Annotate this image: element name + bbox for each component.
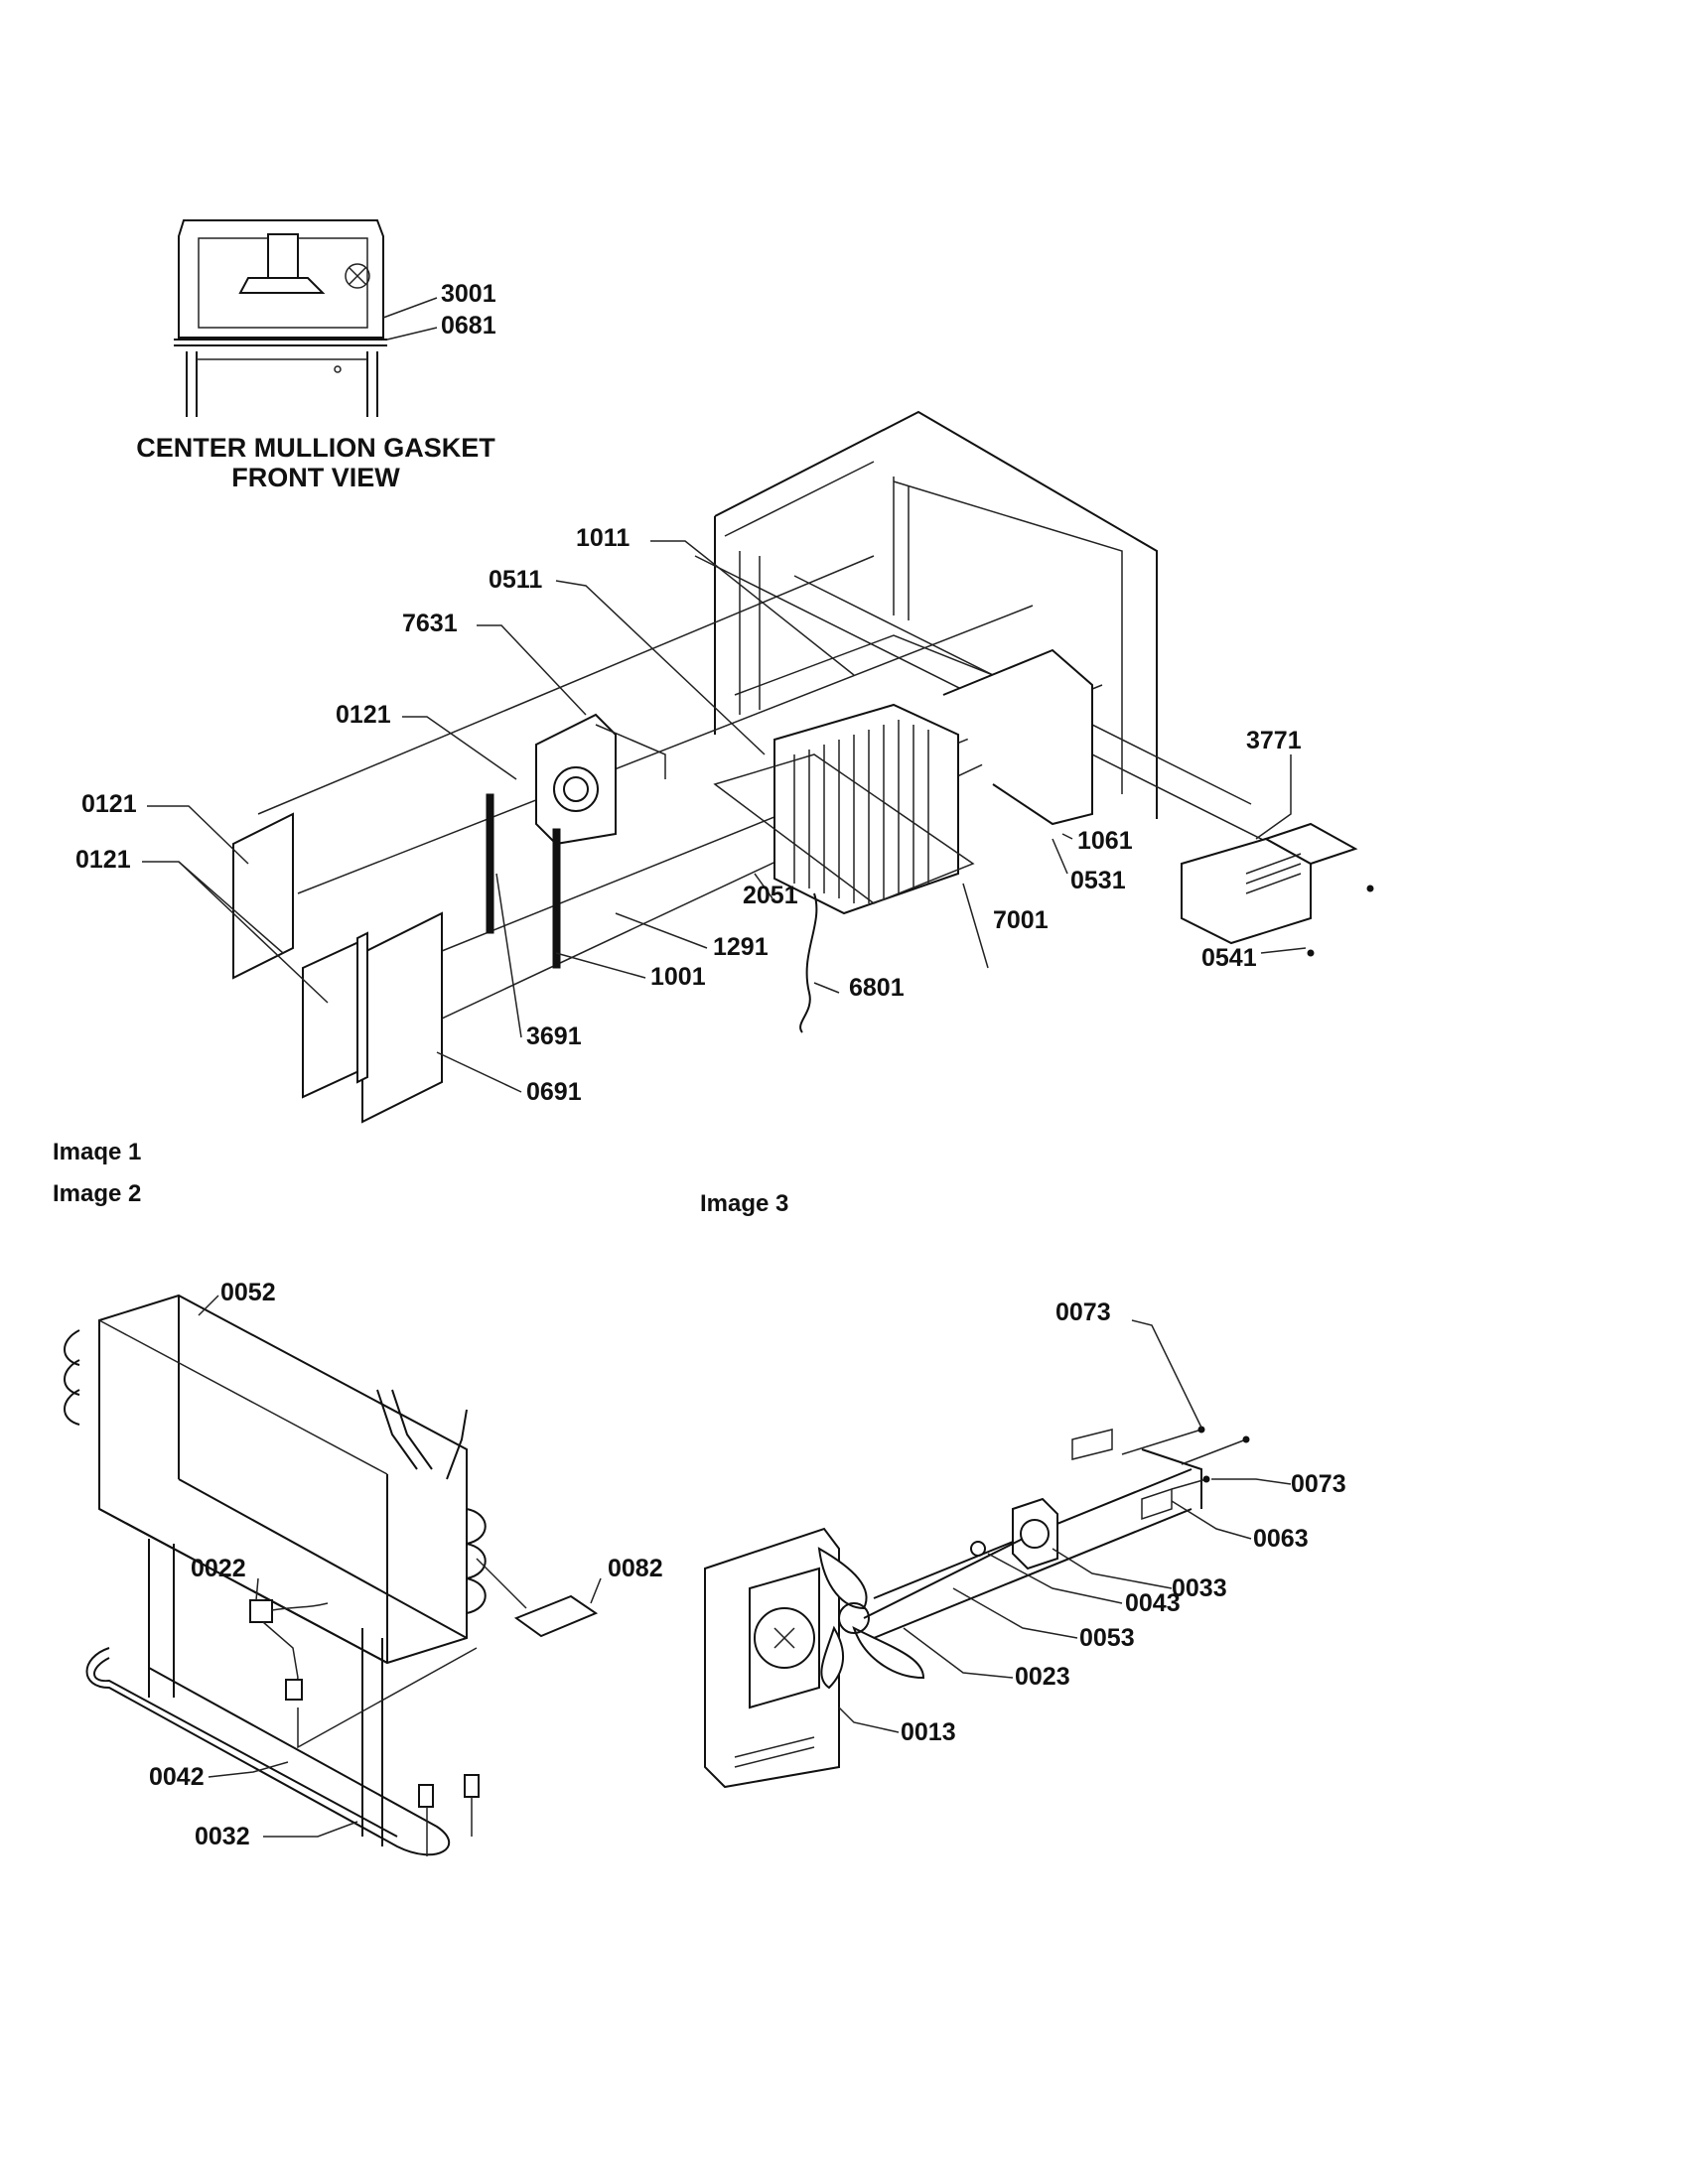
callout-0511: 0511 bbox=[489, 566, 542, 594]
callout-2051: 2051 bbox=[743, 882, 798, 909]
mullion-caption-line1: CENTER MULLION GASKET bbox=[136, 433, 495, 463]
callout-0531: 0531 bbox=[1070, 867, 1126, 894]
callout-1011: 1011 bbox=[576, 524, 630, 552]
callout-0022: 0022 bbox=[191, 1555, 246, 1582]
image1-label: Imaqe 1 bbox=[53, 1139, 141, 1165]
callout-0052: 0052 bbox=[220, 1279, 276, 1306]
callout-0121-c: 0121 bbox=[75, 846, 131, 874]
callout-0073-a: 0073 bbox=[1055, 1298, 1111, 1326]
callout-0013: 0013 bbox=[901, 1718, 956, 1746]
callout-3691: 3691 bbox=[526, 1023, 582, 1050]
image1-assembly: 1011 0511 7631 0121 0121 0121 3771 1061 … bbox=[75, 410, 1374, 1124]
image2-assembly: 0052 0022 0082 0042 0032 bbox=[64, 1279, 663, 1856]
callout-6801: 6801 bbox=[849, 974, 905, 1002]
callout-3001: 3001 bbox=[441, 280, 496, 308]
callout-0053: 0053 bbox=[1079, 1624, 1135, 1652]
callout-0032: 0032 bbox=[195, 1823, 250, 1850]
callout-1061: 1061 bbox=[1077, 827, 1133, 855]
callout-0033: 0033 bbox=[1172, 1574, 1227, 1602]
callout-1001: 1001 bbox=[650, 963, 706, 991]
callout-0043: 0043 bbox=[1125, 1589, 1181, 1617]
callout-1291: 1291 bbox=[713, 933, 769, 961]
callout-0691: 0691 bbox=[526, 1078, 582, 1106]
callout-0063: 0063 bbox=[1253, 1525, 1309, 1553]
mullion-caption-line2: FRONT VIEW bbox=[231, 463, 400, 492]
callout-7631: 7631 bbox=[402, 610, 458, 637]
callout-0023: 0023 bbox=[1015, 1663, 1070, 1691]
callout-3771: 3771 bbox=[1246, 727, 1302, 754]
image2-label: Image 2 bbox=[53, 1180, 141, 1207]
mullion-front-view: 3001 0681 CENTER MULLION GASKET FRONT VI… bbox=[136, 219, 496, 492]
image3-assembly: 0073 0073 0063 0033 0043 0053 0023 0013 bbox=[704, 1298, 1346, 1789]
callout-0073-b: 0073 bbox=[1291, 1470, 1346, 1498]
callout-0042: 0042 bbox=[149, 1763, 205, 1791]
callout-0082: 0082 bbox=[608, 1555, 663, 1582]
callout-7001: 7001 bbox=[993, 906, 1049, 934]
callout-0121-b: 0121 bbox=[81, 790, 137, 818]
callout-0121-a: 0121 bbox=[336, 701, 391, 729]
image3-label: Image 3 bbox=[700, 1190, 788, 1217]
callout-0541: 0541 bbox=[1201, 944, 1257, 972]
callout-0681: 0681 bbox=[441, 312, 496, 340]
